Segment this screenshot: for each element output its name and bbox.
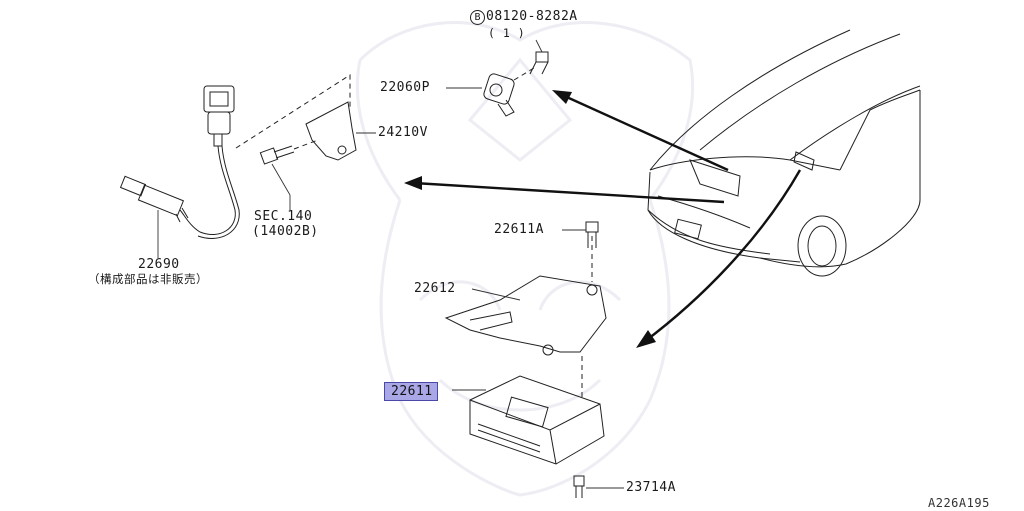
bolt-23714a[interactable] [573,475,624,498]
location-arrows [404,90,802,348]
watermark-crest [355,21,695,497]
label-23714a[interactable]: 23714A [626,480,676,495]
label-bolt-qty: ( 1 ) [488,26,526,40]
control-module-22611[interactable] [452,375,605,465]
sensor-22060p[interactable] [446,39,549,117]
label-22611-highlighted[interactable]: 22611 [384,382,438,401]
vehicle-outline [647,29,921,277]
label-22690[interactable]: 22690 [138,257,180,272]
bolt-spec-text: 08120-8282A [486,9,578,24]
label-sec140[interactable]: SEC.140 [254,209,313,224]
label-24210v[interactable]: 24210V [378,125,428,140]
oxygen-sensor-22690[interactable] [119,85,240,258]
figure-code: A226A195 [928,496,990,510]
label-22060p[interactable]: 22060P [380,80,430,95]
label-22612[interactable]: 22612 [414,281,456,296]
cover-22612[interactable] [444,236,607,400]
label-22690-note: （構成部品は非販売） [88,272,208,286]
bolt-type-b-icon: B [470,10,485,25]
sec140-bolt[interactable] [259,139,319,210]
bolt-22611a[interactable] [562,221,599,248]
bracket-24210v[interactable] [235,74,376,161]
label-22611a[interactable]: 22611A [494,222,544,237]
label-sec140-sub: (14002B) [252,224,319,239]
